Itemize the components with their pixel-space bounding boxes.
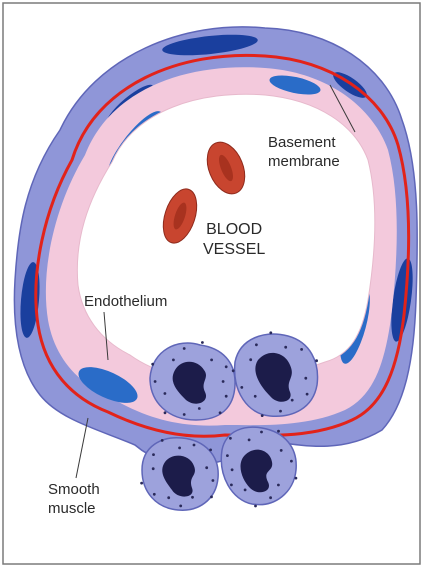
white-blood-cell <box>140 438 218 510</box>
wbc-granule <box>179 505 182 508</box>
wbc-granule <box>254 505 257 508</box>
wbc-granule <box>153 493 156 496</box>
wbc-granule <box>152 453 155 456</box>
wbc-granule <box>248 439 251 442</box>
wbc-granule <box>178 447 181 450</box>
wbc-granule <box>315 359 318 362</box>
blood-vessel-label-line1: BLOOD <box>203 220 265 240</box>
wbc-granule <box>193 444 196 447</box>
wbc-granule <box>205 466 208 469</box>
wbc-granule <box>172 359 175 362</box>
blood-vessel-label: BLOOD VESSEL <box>203 220 265 260</box>
wbc-granule <box>140 482 143 485</box>
wbc-granule <box>164 411 167 414</box>
wbc-granule <box>229 437 232 440</box>
wbc-granule <box>230 484 233 487</box>
white-blood-cell <box>221 427 297 507</box>
wbc-granule <box>254 395 257 398</box>
wbc-granule <box>279 410 282 413</box>
wbc-granule <box>198 407 201 410</box>
wbc-granule <box>154 380 157 383</box>
wbc-granule <box>255 343 258 346</box>
wbc-granule <box>161 439 164 442</box>
wbc-granule <box>300 348 303 351</box>
wbc-granule <box>277 484 280 487</box>
smooth-muscle-label-line1: Smooth <box>48 480 100 499</box>
wbc-granule <box>231 468 234 471</box>
wbc-granule <box>269 331 272 334</box>
wbc-granule <box>225 365 228 368</box>
wbc-granule <box>201 341 204 344</box>
basement-membrane-label-line2: membrane <box>268 152 340 171</box>
wbc-granule <box>191 496 194 499</box>
wbc-granule <box>222 380 225 383</box>
smooth-muscle-pointer <box>76 418 88 478</box>
wbc-granule <box>210 496 213 499</box>
wbc-granule <box>183 347 186 350</box>
wbc-granule <box>167 496 170 499</box>
wbc-granule <box>249 358 252 361</box>
wbc-granule <box>210 359 213 362</box>
wbc-granule <box>212 479 215 482</box>
wbc-granule <box>152 467 155 470</box>
wbc-granule <box>225 395 228 398</box>
wbc-granule <box>219 411 222 414</box>
wbc-granule <box>209 449 212 452</box>
wbc-granule <box>240 386 243 389</box>
wbc-granule <box>232 369 235 372</box>
wbc-granule <box>304 377 307 380</box>
wbc-granule <box>280 449 283 452</box>
wbc-granule <box>277 430 280 433</box>
wbc-granule <box>295 477 298 480</box>
smooth-muscle-label-line2: muscle <box>48 499 100 518</box>
wbc-granule <box>284 346 287 349</box>
wbc-granule <box>183 413 186 416</box>
wbc-granule <box>261 414 264 417</box>
wbc-granule <box>260 431 263 434</box>
basement-membrane-label: Basement membrane <box>268 133 340 171</box>
wbc-granule <box>290 460 293 463</box>
white-blood-cell <box>150 341 235 420</box>
wbc-granule <box>269 496 272 499</box>
endothelium-label: Endothelium <box>84 292 167 311</box>
wbc-granule <box>244 489 247 492</box>
wbc-granule <box>151 363 154 366</box>
blood-vessel-label-line2: VESSEL <box>203 240 265 260</box>
wbc-granule <box>291 399 294 402</box>
basement-membrane-label-line1: Basement <box>268 133 340 152</box>
smooth-muscle-label: Smooth muscle <box>48 480 100 518</box>
wbc-granule <box>164 392 167 395</box>
wbc-granule <box>306 393 309 396</box>
wbc-granule <box>226 454 229 457</box>
